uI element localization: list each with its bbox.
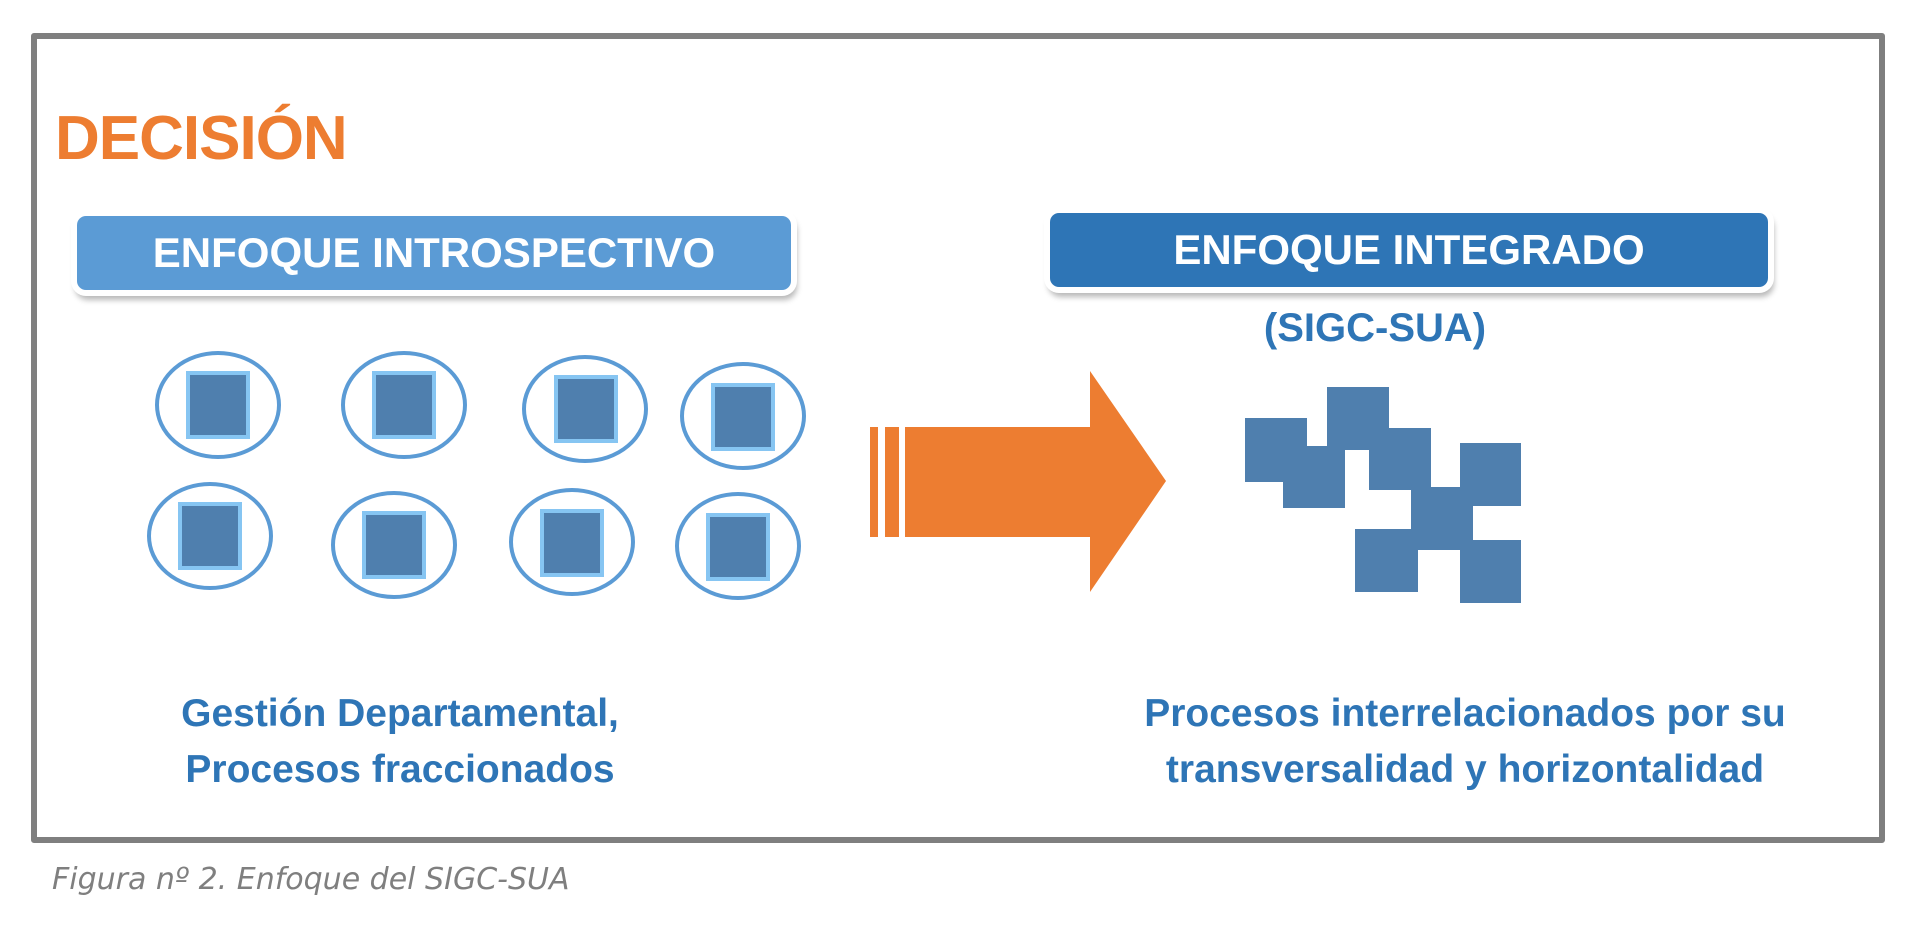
- interlinked-process-icon: [1369, 428, 1431, 490]
- isolated-process-icon: [155, 351, 281, 459]
- isolated-process-icon: [331, 491, 457, 599]
- interlinked-process-icon: [1460, 443, 1521, 506]
- isolated-process-icon: [680, 362, 806, 470]
- interlinked-processes: [1245, 387, 1521, 603]
- description-left-line2: Procesos fraccionados: [185, 748, 615, 791]
- description-right-line2: transversalidad y horizontalidad: [1165, 748, 1765, 791]
- interlinked-process-icon: [1355, 529, 1418, 592]
- isolated-processes: [147, 351, 806, 600]
- figure-title: DECISIÓN: [55, 104, 348, 173]
- interlinked-process-icon: [1460, 540, 1521, 603]
- isolated-process-icon: [509, 488, 635, 596]
- isolated-process-icon: [147, 482, 273, 590]
- header-enfoque-introspectivo: ENFOQUE INTROSPECTIVO: [77, 216, 791, 290]
- isolated-process-icon: [341, 351, 467, 459]
- isolated-process-icon: [522, 355, 648, 463]
- description-right: Procesos interrelacionados por su transv…: [1070, 686, 1860, 798]
- description-left: Gestión Departamental, Procesos fraccion…: [120, 686, 680, 798]
- arrow-right-icon: [870, 371, 1166, 592]
- isolated-process-icon: [675, 492, 801, 600]
- description-left-line1: Gestión Departamental,: [181, 692, 619, 735]
- figure-caption: Figura nº 2. Enfoque del SIGC-SUA: [52, 862, 570, 897]
- header-enfoque-integrado: ENFOQUE INTEGRADO: [1050, 213, 1768, 287]
- interlinked-process-icon: [1283, 446, 1345, 508]
- subheader-sigc-sua: (SIGC-SUA): [1263, 306, 1487, 350]
- description-right-line1: Procesos interrelacionados por su: [1144, 692, 1786, 735]
